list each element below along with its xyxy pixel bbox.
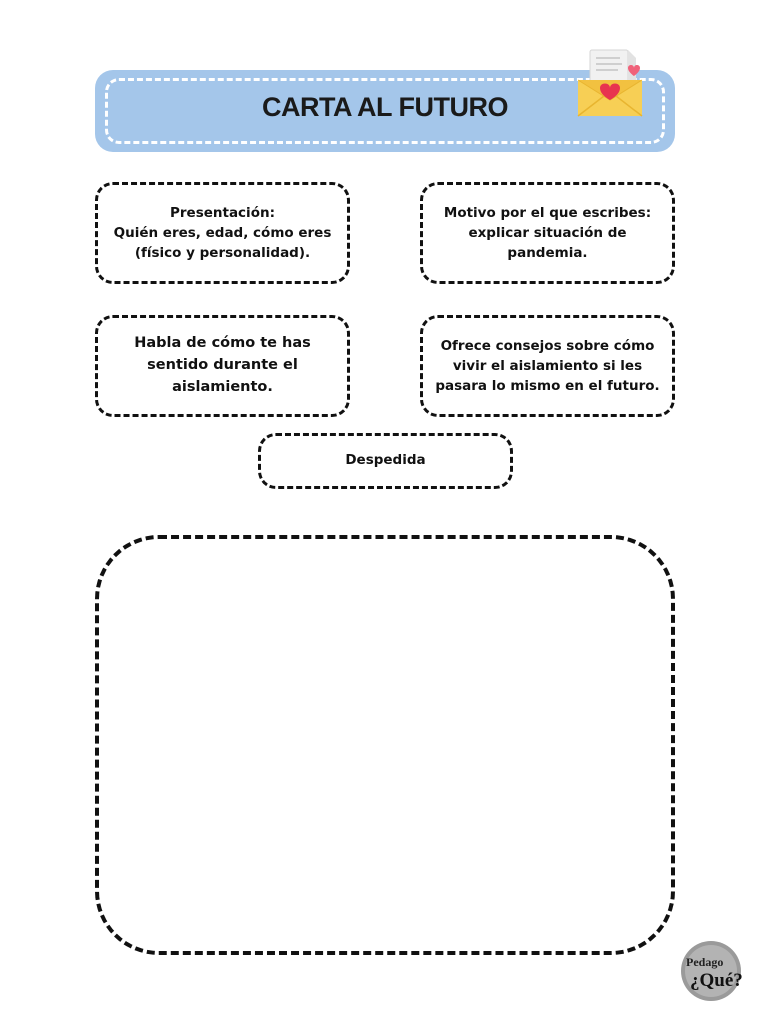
advice-prompt-box: Ofrece consejos sobre cómo vivir el aisl… bbox=[420, 315, 675, 417]
farewell-prompt-text: Despedida bbox=[345, 452, 426, 468]
presentation-prompt-text: Presentación: Quién eres, edad, cómo ere… bbox=[113, 204, 332, 262]
banner-dashed-border bbox=[105, 78, 665, 144]
reason-prompt-box: Motivo por el que escribes: explicar sit… bbox=[420, 182, 675, 284]
page-title: CARTA AL FUTURO bbox=[262, 92, 508, 122]
writing-area[interactable] bbox=[95, 535, 675, 955]
pedagoque-logo: Pedago ¿Qué? bbox=[681, 941, 742, 1001]
envelope-with-hearts-icon bbox=[577, 49, 643, 117]
logo-line1: Pedago bbox=[686, 955, 723, 969]
reason-prompt-text: Motivo por el que escribes: explicar sit… bbox=[443, 204, 652, 262]
feelings-prompt-text: Habla de cómo te has sentido durante el … bbox=[134, 335, 311, 395]
advice-prompt-text: Ofrece consejos sobre cómo vivir el aisl… bbox=[435, 337, 660, 395]
farewell-prompt-box: Despedida bbox=[258, 433, 513, 489]
feelings-prompt-box: Habla de cómo te has sentido durante el … bbox=[95, 315, 350, 417]
presentation-prompt-box: Presentación: Quién eres, edad, cómo ere… bbox=[95, 182, 350, 284]
logo-line2: ¿Qué? bbox=[690, 970, 742, 991]
